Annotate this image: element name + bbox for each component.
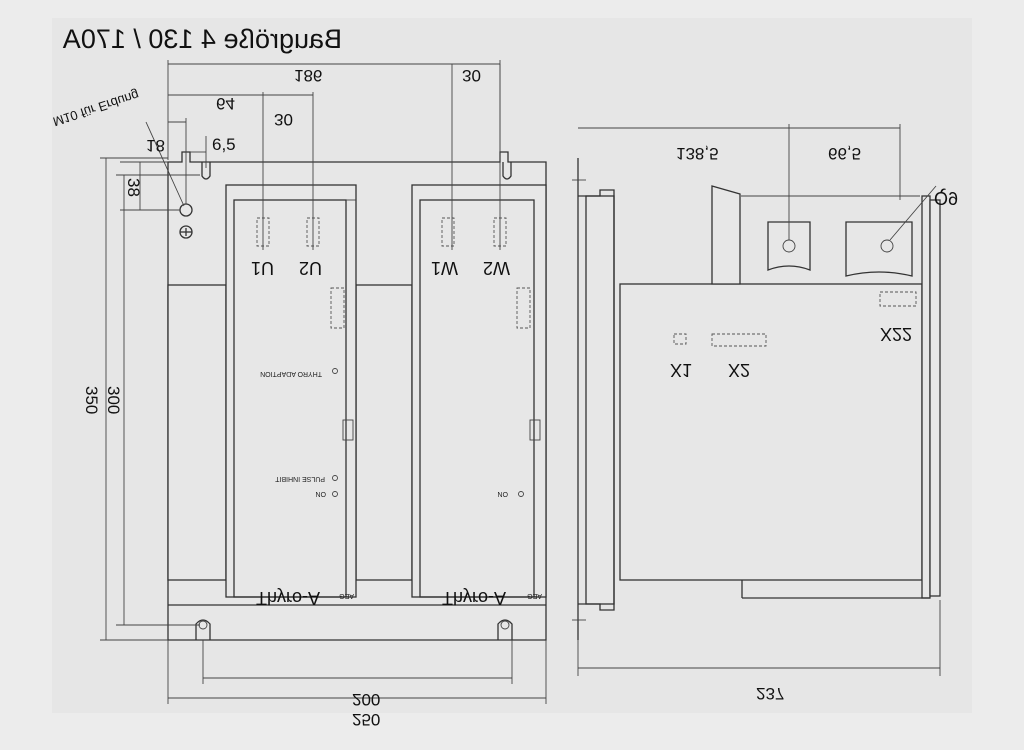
dim-38: 38 [124, 178, 143, 197]
module-1-brand: AEG [339, 592, 354, 599]
label-x22: X22 [880, 324, 912, 344]
module-1-indicator-adaption: THYRO ADAPTION [260, 370, 322, 377]
module-2-brand: AEG [527, 592, 542, 599]
dim-138-5: 138,5 [676, 144, 719, 163]
front-view [100, 60, 547, 704]
label-x1: X1 [670, 360, 692, 380]
dim-30-u: 30 [274, 110, 293, 129]
terminal-w1: W1 [431, 258, 458, 278]
drawing-title: Baugröße 4 130 / 170A [63, 24, 342, 54]
label-x2: X2 [728, 360, 750, 380]
dim-300: 300 [104, 386, 123, 414]
dim-64: 64 [216, 94, 235, 113]
dim-250: 250 [352, 710, 380, 729]
dim-30-w: 30 [462, 66, 481, 85]
dim-200: 200 [352, 690, 380, 709]
dim-18: 18 [146, 136, 165, 155]
dim-6-5: 6,5 [212, 135, 236, 154]
module-1-indicator-pulse: PULSE INHIBIT [274, 475, 325, 482]
side-view [572, 124, 941, 676]
module-2-name: Thyro-A [442, 588, 506, 608]
terminal-u2: U2 [299, 258, 322, 278]
module-1-name: Thyro-A [256, 588, 320, 608]
module-1-indicator-on: ON [316, 490, 327, 497]
dim-186: 186 [294, 66, 322, 85]
module-2-indicator-on: ON [498, 490, 509, 497]
dim-237: 237 [756, 684, 784, 703]
terminal-w2: W2 [483, 258, 510, 278]
label-q9: Q9 [934, 188, 958, 208]
dim-66-5: 66,5 [828, 144, 861, 163]
terminal-u1: U1 [251, 258, 274, 278]
dim-350: 350 [82, 386, 101, 414]
